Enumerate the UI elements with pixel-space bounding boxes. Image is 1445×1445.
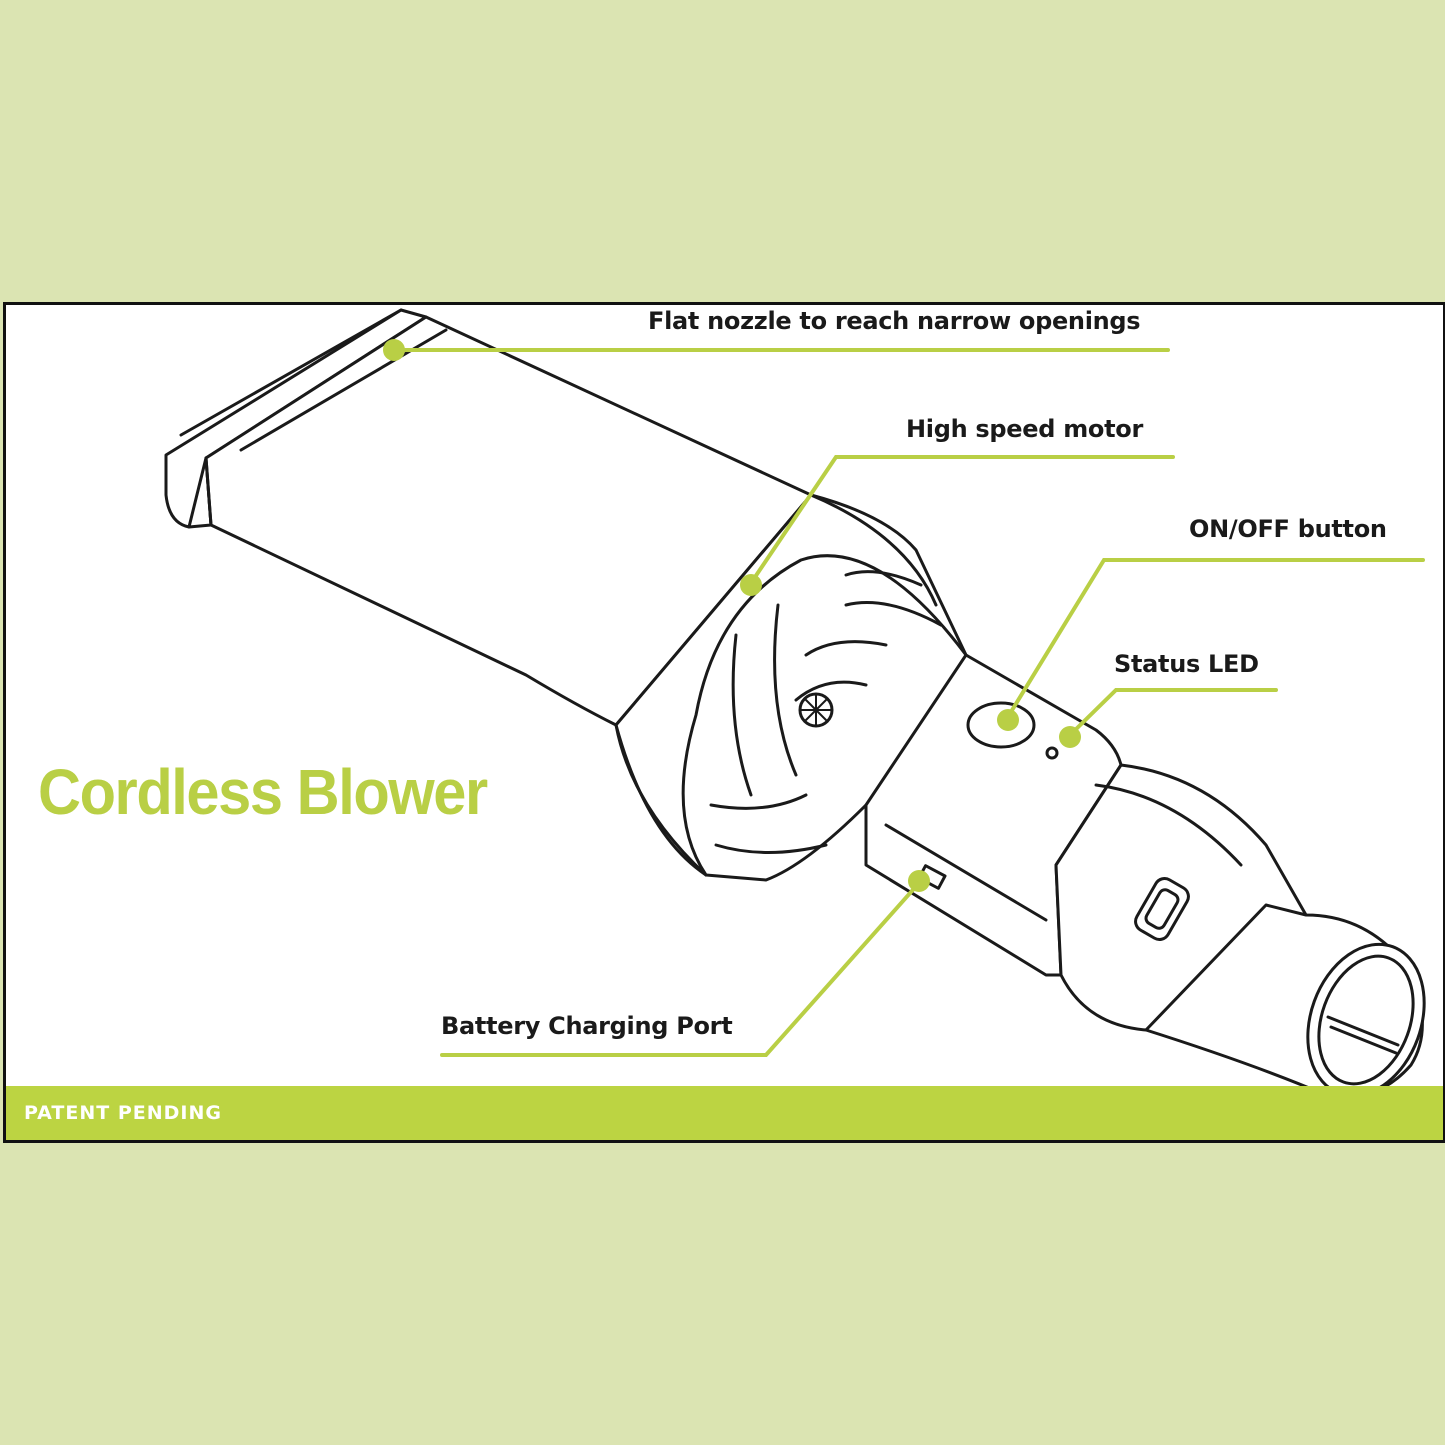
nozzle-callout-label: Flat nozzle to reach narrow openings bbox=[648, 307, 1141, 335]
led-callout-dot bbox=[1059, 726, 1081, 748]
led-leader-line bbox=[1066, 688, 1278, 739]
status-led-callout-label: Status LED bbox=[1114, 650, 1259, 678]
charging-port-callout-label: Battery Charging Port bbox=[441, 1012, 733, 1040]
port-callout-dot bbox=[908, 870, 930, 892]
patent-notice: PATENT PENDING bbox=[24, 1102, 222, 1124]
button-callout-dot bbox=[997, 709, 1019, 731]
motor-leader-line bbox=[749, 455, 1175, 585]
port-leader-line bbox=[440, 881, 921, 1057]
product-title: Cordless Blower bbox=[38, 756, 488, 828]
blower-line-drawing bbox=[164, 308, 1426, 1099]
motor-callout-label: High speed motor bbox=[906, 415, 1143, 443]
nozzle-callout-dot bbox=[383, 339, 405, 361]
product-diagram-panel: Flat nozzle to reach narrow openings Hig… bbox=[3, 302, 1445, 1143]
status-led bbox=[1045, 746, 1059, 760]
footer-band: PATENT PENDING bbox=[6, 1086, 1443, 1140]
power-button-callout-label: ON/OFF button bbox=[1189, 515, 1387, 543]
button-leader-line bbox=[1004, 558, 1425, 722]
motor-callout-dot bbox=[740, 574, 762, 596]
